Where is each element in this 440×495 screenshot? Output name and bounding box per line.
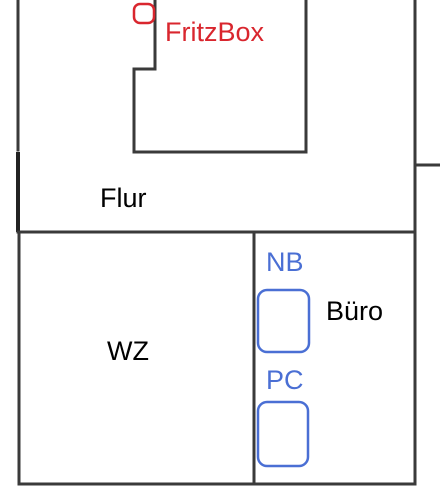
router-icon — [132, 2, 156, 25]
room-label-wz: WZ — [107, 336, 149, 366]
router-label: FritzBox — [165, 17, 265, 47]
room-label-buero: Büro — [326, 296, 383, 326]
room-label-flur: Flur — [100, 183, 147, 213]
device-label-pc: PC — [266, 365, 304, 395]
closet-block — [132, 0, 308, 154]
pc-icon — [256, 400, 310, 468]
notebook-icon — [256, 288, 311, 354]
walls — [16, 0, 440, 486]
device-label-nb: NB — [266, 247, 304, 277]
